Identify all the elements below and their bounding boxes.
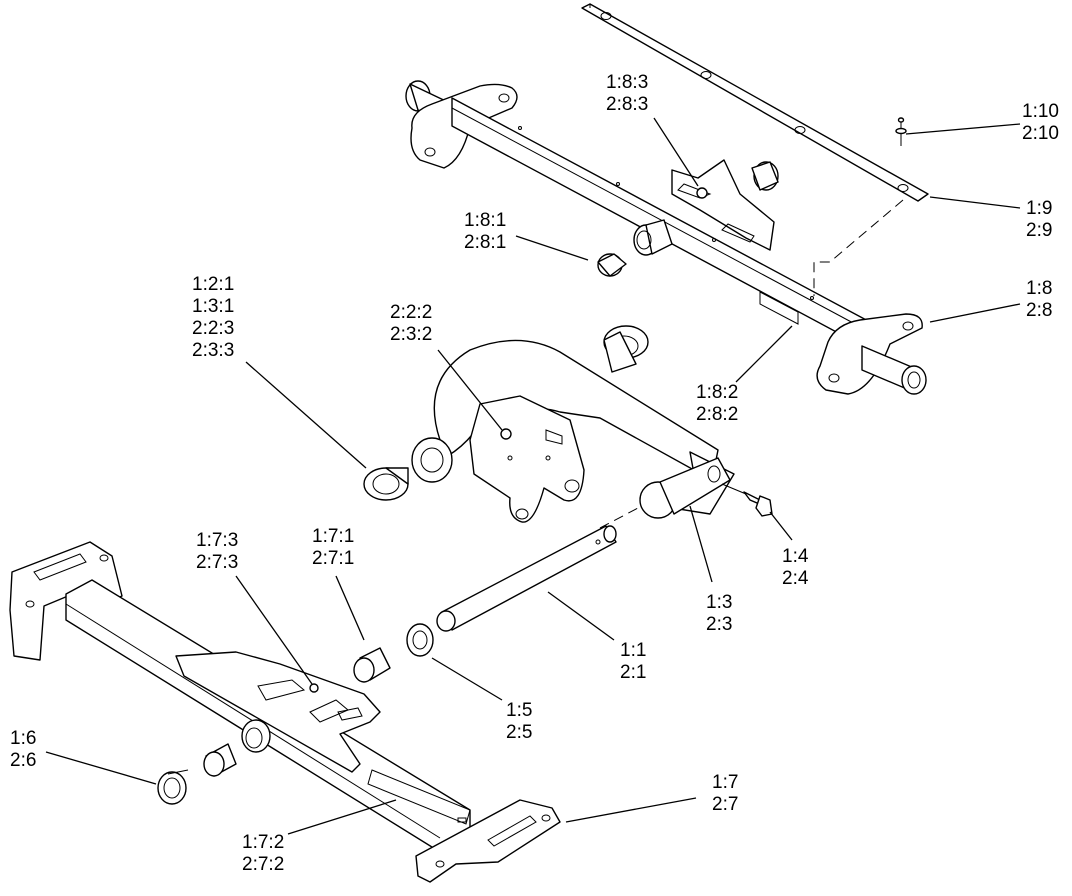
- callout-line: 1:9: [1026, 198, 1053, 219]
- callout-line: 2:3:3: [192, 340, 235, 361]
- callout-1-7-1: 1:7:1 2:7:1: [312, 526, 354, 570]
- callout-line: 2:7:2: [242, 854, 285, 875]
- callout-line: 1:8: [1026, 278, 1053, 299]
- callout-1-7: 1:7 2:7: [712, 772, 738, 816]
- callout-line: 2:5: [506, 722, 533, 743]
- callout-1-8-2: 1:8:2 2:8:2: [696, 382, 738, 426]
- callout-line: 1:6: [10, 728, 37, 749]
- callout-line: 2:9: [1026, 220, 1053, 241]
- callout-line: 1:7:1: [312, 526, 355, 547]
- callout-line: 2:2:3: [192, 318, 235, 339]
- callout-line: 2:10: [1022, 123, 1059, 144]
- axis-line-mid: [599, 507, 639, 529]
- pin-1-10: [895, 117, 907, 146]
- callout-1-9: 1:9 2:9: [1026, 198, 1052, 242]
- callout-1-1: 1:1 2:1: [620, 640, 646, 684]
- callout-line: 1:4: [782, 546, 809, 567]
- callout-line: 2:3:2: [390, 324, 433, 345]
- middle-yoke-arm: [363, 325, 735, 523]
- callout-line: 2:8:3: [606, 94, 649, 115]
- callout-line: 1:10: [1022, 101, 1059, 122]
- callout-line: 2:4: [782, 568, 809, 589]
- top-strip-plate: [581, 3, 929, 202]
- callout-line: 1:8:3: [606, 72, 649, 93]
- bushing-1-7-1: [353, 647, 391, 683]
- callout-2-2-2: 2:2:2 2:3:2: [390, 302, 432, 346]
- callout-line: 2:8: [1026, 300, 1053, 321]
- callout-1-5: 1:5 2:5: [506, 700, 532, 744]
- leader-lines: [45, 117, 1021, 835]
- callout-1-2-1: 1:2:1 1:3:1 2:2:3 2:3:3: [192, 274, 234, 362]
- callout-1-8: 1:8 2:8: [1026, 278, 1052, 322]
- callout-line: 2:7: [712, 794, 739, 815]
- callout-line: 2:7:1: [312, 548, 355, 569]
- callout-1-3: 1:3 2:3: [706, 592, 732, 636]
- callout-1-8-1: 1:8:1 2:8:1: [464, 210, 506, 254]
- callout-line: 2:1: [620, 662, 647, 683]
- callout-line: 1:8:1: [464, 210, 507, 231]
- callout-line: 1:8:2: [696, 382, 739, 403]
- callout-line: 1:5: [506, 700, 533, 721]
- callout-line: 2:8:1: [464, 232, 507, 253]
- callout-line: 2:2:2: [390, 302, 433, 323]
- callout-line: 1:1: [620, 640, 647, 661]
- callout-line: 1:3: [706, 592, 733, 613]
- lynch-pin-1-6: [157, 769, 189, 805]
- washer-1-5: [406, 623, 434, 657]
- callout-line: 1:2:1: [192, 274, 235, 295]
- callout-1-7-2: 1:7:2 2:7:2: [242, 832, 284, 876]
- callout-line: 2:7:3: [196, 552, 239, 573]
- callout-line: 2:6: [10, 750, 37, 771]
- callout-line: 1:7:3: [196, 530, 239, 551]
- callout-line: 2:3: [706, 614, 733, 635]
- long-pin: [436, 525, 617, 632]
- callout-1-7-3: 1:7:3 2:7:3: [196, 530, 238, 574]
- callout-1-10: 1:10 2:10: [1022, 101, 1059, 145]
- callout-line: 1:7:2: [242, 832, 285, 853]
- callout-1-8-3: 1:8:3 2:8:3: [606, 72, 648, 116]
- callout-line: 1:7: [712, 772, 739, 793]
- bolt-1-4: [721, 483, 773, 517]
- upper-weldment: [405, 80, 927, 395]
- lower-weldment: [9, 541, 561, 883]
- callout-line: 1:3:1: [192, 296, 235, 317]
- callout-1-6: 1:6 2:6: [10, 728, 36, 772]
- callout-line: 2:8:2: [696, 404, 739, 425]
- pin-centerline: [813, 199, 904, 296]
- callout-1-4: 1:4 2:4: [782, 546, 808, 590]
